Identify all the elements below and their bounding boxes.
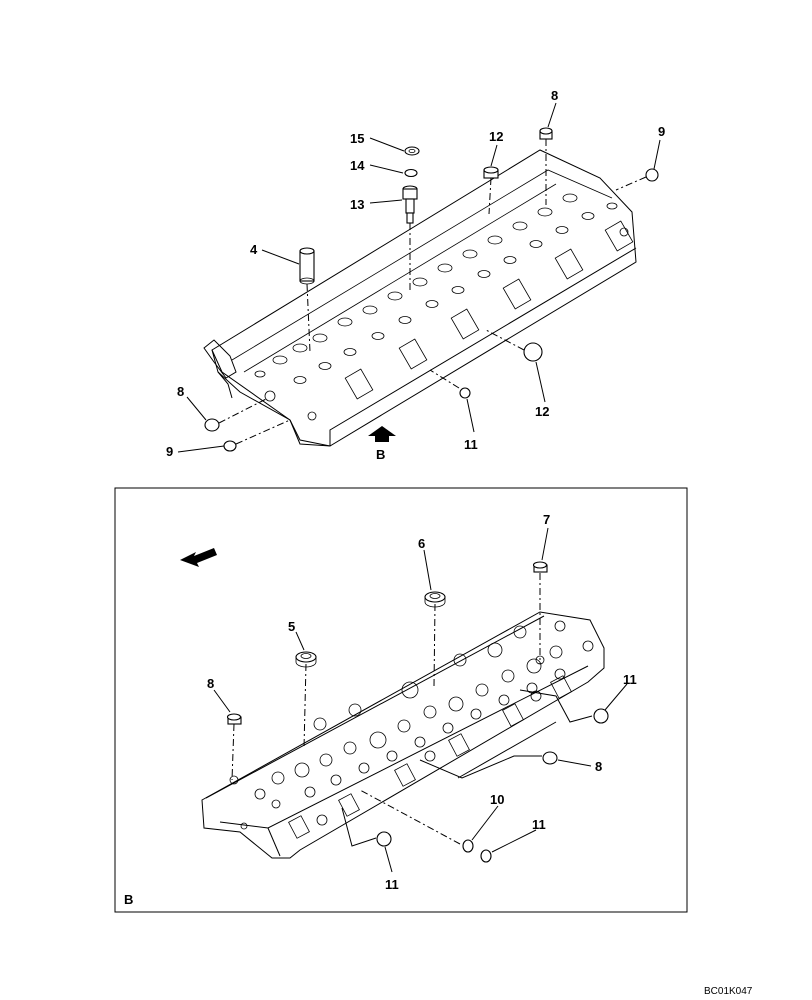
callout-7: 7 [543, 512, 550, 527]
callout-12: 12 [489, 129, 503, 144]
part-12-plug-top [483, 166, 499, 179]
part-11-plug-detail-lower [480, 849, 492, 863]
callout-11: 11 [385, 877, 399, 892]
detail-leader-lines [213, 527, 628, 873]
part-11-plug-side [459, 387, 471, 399]
view-label-top: B [376, 447, 385, 462]
callout-8: 8 [207, 676, 214, 691]
view-arrow-b [368, 426, 396, 442]
part-8-plug-detail-left [226, 713, 242, 725]
part-15-washer [404, 146, 420, 156]
callout-9: 9 [166, 444, 173, 459]
callout-13: 13 [350, 197, 364, 212]
part-5-seal [295, 651, 317, 668]
top-leader-lines [177, 102, 661, 453]
part-7-plug [532, 561, 548, 573]
part-12-plug-side [523, 342, 543, 362]
cylinder-head-detail-view [201, 611, 605, 859]
detail-valve-holes [229, 620, 594, 809]
valve-holes [254, 193, 618, 384]
cylinder-head-top-view [203, 149, 637, 447]
part-14-washer [404, 168, 418, 178]
callout-8: 8 [177, 384, 184, 399]
part-11-plug-detail-right [593, 708, 609, 724]
part-9-plug-left [223, 440, 237, 452]
callout-11: 11 [464, 437, 478, 452]
callout-4: 4 [250, 242, 258, 257]
detail-view-frame [114, 487, 688, 913]
part-10-plug [462, 839, 474, 853]
callout-14: 14 [350, 158, 365, 173]
view-label-detail: B [124, 892, 133, 907]
callout-5: 5 [288, 619, 295, 634]
part-4-pin [299, 247, 315, 285]
callout-12: 12 [535, 404, 549, 419]
part-8-plug-top [539, 127, 553, 140]
part-11-plug-detail-left [376, 831, 392, 847]
intake-ports [344, 220, 634, 400]
part-9-plug-top [645, 168, 659, 182]
part-8-plug-detail-right [542, 751, 558, 765]
callout-8: 8 [595, 759, 602, 774]
callout-15: 15 [350, 131, 364, 146]
callout-8: 8 [551, 88, 558, 103]
callout-10: 10 [490, 792, 504, 807]
part-13-injector-sleeve [402, 185, 418, 224]
callout-11: 11 [532, 817, 546, 832]
direction-arrow [180, 548, 217, 567]
part-8-plug-left [204, 418, 220, 432]
detail-ports [240, 675, 572, 839]
callout-9: 9 [658, 124, 665, 139]
callout-6: 6 [418, 536, 425, 551]
drawing-code: BC01K047 [704, 986, 753, 997]
callout-11: 11 [623, 672, 637, 687]
